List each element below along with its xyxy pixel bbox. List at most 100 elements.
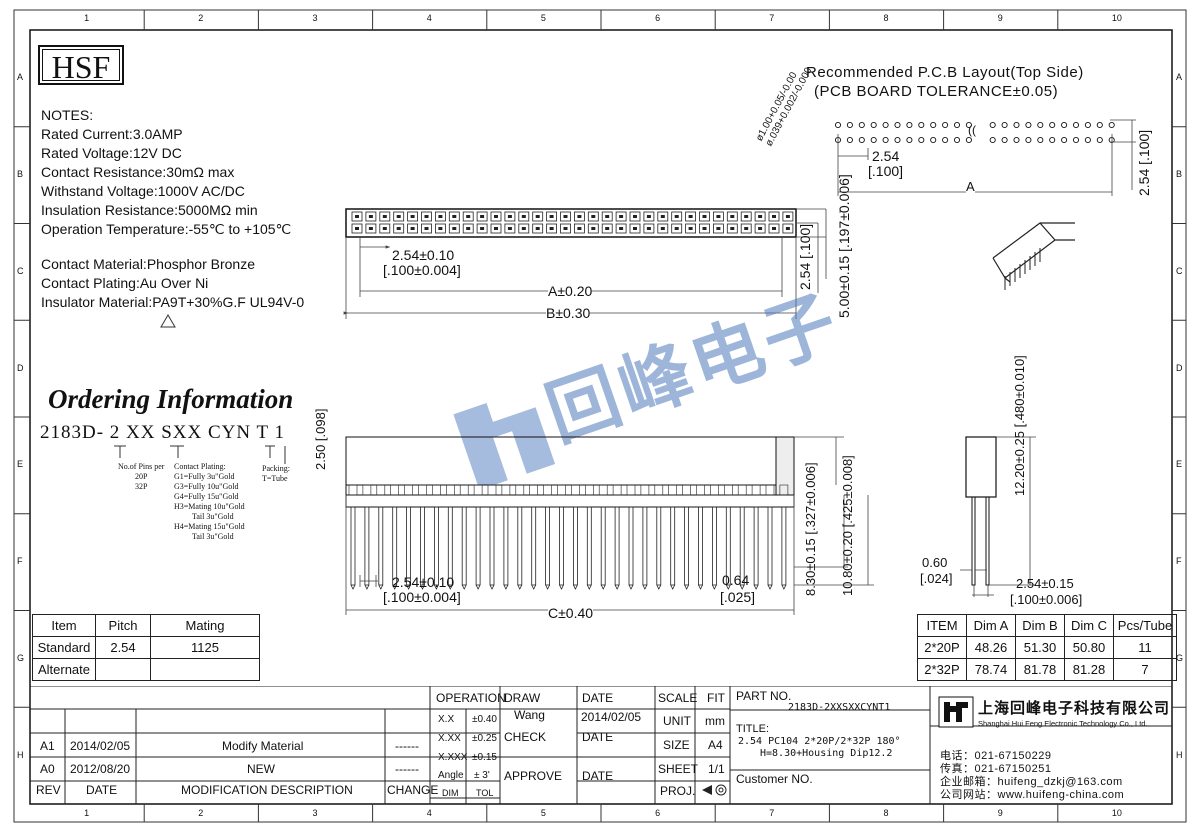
pin-seat <box>515 484 525 496</box>
contact-point <box>396 215 401 218</box>
contact-point <box>702 215 707 218</box>
contact-point <box>355 215 359 218</box>
pin-tip <box>559 584 564 590</box>
contact-point <box>410 215 415 218</box>
contact-cavity <box>754 223 766 234</box>
rev-header-rev: REV <box>36 783 61 797</box>
connector-pin <box>739 506 745 586</box>
dim-header: Pcs/Tube <box>1113 614 1177 637</box>
contact-cavity <box>462 211 474 222</box>
pin-tip <box>475 584 481 590</box>
contact-point <box>702 227 707 230</box>
contact-point <box>688 227 693 230</box>
company-name-en: Shanghai Hui Feng Electronic Technology … <box>978 719 1148 728</box>
tol-value: ± 3' <box>474 770 490 781</box>
customer-no-label: Customer NO. <box>736 772 813 786</box>
packing-legend: Packing: T=Tube <box>262 464 290 484</box>
pin-seat <box>487 484 497 496</box>
side-height-inch: [.480±0.010] <box>1012 355 1027 428</box>
contact-point <box>549 215 554 218</box>
title-label: TITLE: <box>736 723 770 735</box>
contact-cavity <box>560 211 571 222</box>
connector-pin <box>628 506 634 586</box>
column-mark: 3 <box>312 808 318 818</box>
tail2-inch: [.425±0.008] <box>840 455 855 528</box>
contact-cavity <box>712 211 724 222</box>
connector-pin <box>434 506 439 586</box>
title-line2: H=8.30+Housing Dip12.2 <box>760 748 893 759</box>
date-label: DATE <box>582 691 614 705</box>
row-mark: F <box>1176 556 1182 567</box>
note-line: Insulation Resistance:5000MΩ min <box>41 202 258 218</box>
contact-cavity <box>601 223 613 234</box>
title-line1: 2.54 PC104 2*20P/2*32P 180° <box>738 736 901 747</box>
pin-tip <box>725 584 731 590</box>
contact-point <box>494 215 498 218</box>
tol-value: ±0.15 <box>472 752 497 763</box>
pin-seat <box>404 484 413 496</box>
notes-title: NOTES: <box>41 107 94 123</box>
front-tail2: 10.80±0.20 [.425±0.008] <box>840 455 855 596</box>
contact-cavity <box>587 223 599 234</box>
pin-seat <box>501 484 511 496</box>
pin-seat <box>446 484 455 496</box>
legend-line: 20P <box>135 472 148 481</box>
contact-point <box>480 227 485 230</box>
sheet-label: SHEET <box>658 762 699 776</box>
contact-cavity <box>448 211 460 222</box>
contact-cavity <box>768 211 780 222</box>
pin-tip <box>684 584 689 590</box>
pin-tip <box>670 584 676 590</box>
top-dim-b: B±0.30 <box>546 305 591 321</box>
connector-pin <box>767 506 773 586</box>
pcb-hole-pattern: (( <box>834 119 1136 196</box>
tol-value: ±0.25 <box>472 733 497 744</box>
connector-pin <box>753 506 759 586</box>
contact-cavity <box>573 223 585 234</box>
pin-seat <box>543 484 552 496</box>
spec-cell: Standard <box>32 636 96 659</box>
contact-point <box>535 227 540 230</box>
side-pin: 0.60 <box>922 555 948 570</box>
contact-cavity <box>754 211 766 222</box>
contact-point <box>730 227 735 230</box>
contact-cavity <box>504 223 516 234</box>
contact-point <box>660 215 665 218</box>
tol-value: ±0.40 <box>472 714 497 725</box>
contact-cavity <box>629 223 641 234</box>
part-no-label: PART NO. <box>736 689 792 703</box>
pcb-row-pitch-value: 2.54 <box>1136 168 1152 196</box>
contact-point <box>744 227 749 230</box>
row-mark: B <box>1176 169 1183 180</box>
row-mark: C <box>1176 265 1183 276</box>
pcb-hole <box>1001 136 1008 144</box>
approve-label: APPROVE <box>504 769 563 783</box>
company-fax: 传真：021-67150251 <box>940 763 1052 775</box>
legend-line: Contact Plating: <box>174 462 226 471</box>
spec-header: Item <box>32 614 96 637</box>
contact-point <box>646 227 651 230</box>
connector-pin <box>698 506 703 586</box>
column-mark: 1 <box>84 808 90 818</box>
contact-cavity <box>462 223 474 234</box>
top-pitch-dim-inch: [.100±0.004] <box>383 262 461 278</box>
dim-cell: 81.78 <box>1015 658 1065 681</box>
contact-cavity <box>365 223 377 234</box>
pcb-hole <box>894 121 901 129</box>
connector-side-view <box>960 436 1036 597</box>
contact-cavity <box>740 211 752 222</box>
pin-seat <box>779 484 789 496</box>
contact-point <box>521 227 526 230</box>
pin-tip <box>586 584 592 590</box>
watermark-logo-icon <box>453 402 556 491</box>
dim-header: Dim C <box>1064 614 1114 637</box>
contact-point <box>507 227 512 230</box>
pcb-hole <box>882 136 889 144</box>
column-mark: 7 <box>769 13 775 23</box>
contact-cavity <box>685 211 697 222</box>
pcb-hole <box>846 121 853 129</box>
connector-pin <box>364 506 370 586</box>
pin-tip <box>753 584 759 590</box>
connector-pin <box>420 506 425 586</box>
front-pitch-inch: [.100±0.004] <box>383 589 461 605</box>
